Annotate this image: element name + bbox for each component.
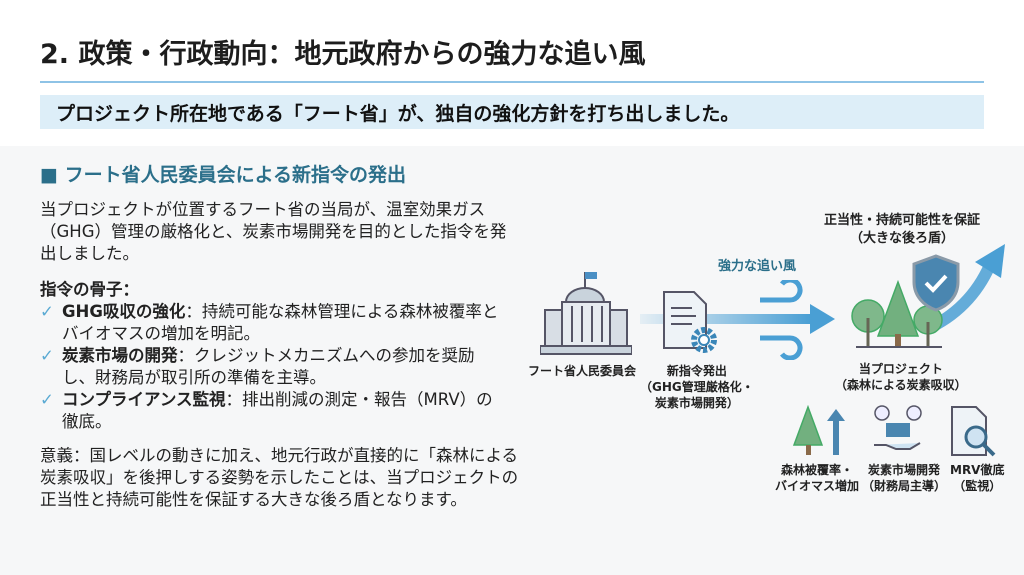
project-sub: （森林による炭素吸収） bbox=[835, 378, 967, 392]
market-title: 炭素市場開発 bbox=[868, 463, 941, 477]
guarantee-label: 正当性・持続可能性を保証 （大きな後ろ盾） bbox=[824, 212, 980, 248]
check-icon: ✓ bbox=[40, 390, 54, 409]
building-icon bbox=[540, 272, 632, 355]
shield-check-icon bbox=[912, 254, 960, 312]
check-icon: ✓ bbox=[40, 302, 54, 321]
list-item: ✓ コンプライアンス監視：排出削減の測定・報告（MRV）の徹底。 bbox=[40, 389, 500, 433]
directive-sub: （GHG管理厳格化・ bbox=[640, 380, 754, 394]
wind-label: 強力な追い風 bbox=[718, 259, 797, 274]
summary-banner: プロジェクト所在地である「フート省」が、独自の強化方針を打ち出しました。 bbox=[40, 95, 984, 129]
point-head: 炭素市場の開発 bbox=[62, 346, 178, 365]
directive-title: 新指令発出 bbox=[666, 364, 727, 378]
forest-label: 森林被覆率・ バイオマス増加 bbox=[775, 462, 859, 494]
content-area bbox=[0, 146, 1024, 575]
point-body: ：クレジットメカニズムへの参加を奨励し、財務局が取引所の準備を主導。 bbox=[62, 346, 475, 387]
point-body: ：排出削減の測定・報告（MRV）の徹底。 bbox=[62, 390, 493, 431]
wind-stream bbox=[640, 280, 835, 360]
trees-icon bbox=[851, 279, 943, 348]
section-heading: ■ フート省人民委員会による新指令の発出 bbox=[40, 164, 406, 186]
forest-sub: バイオマス増加 bbox=[775, 479, 860, 493]
guarantee-sub: （大きな後ろ盾） bbox=[850, 231, 955, 246]
point-body: ：持続可能な森林管理による森林被覆率とバイオマスの増加を明記。 bbox=[62, 302, 499, 343]
intro-text: 当プロジェクトが位置するフート省の当局が、温室効果ガス（GHG）管理の厳格化と、… bbox=[40, 200, 507, 263]
document-gear-icon bbox=[663, 291, 717, 353]
guarantee-title: 正当性・持続可能性を保証 bbox=[824, 213, 981, 228]
directive-label: 新指令発出 （GHG管理厳格化・ 炭素市場開発） bbox=[640, 363, 754, 411]
list-item: ✓ GHG吸収の強化：持続可能な森林管理による森林被覆率とバイオマスの増加を明記。 bbox=[40, 301, 500, 345]
mrv-label: MRV徹底 （監視） bbox=[950, 462, 1004, 494]
forest-title: 森林被覆率・ bbox=[781, 463, 854, 477]
list-item: ✓ 炭素市場の開発：クレジットメカニズムへの参加を奨励し、財務局が取引所の準備を主… bbox=[40, 345, 500, 389]
carbon-market-icon bbox=[874, 405, 922, 450]
project-title: 当プロジェクト bbox=[858, 362, 943, 376]
committee-label: フート省人民委員会 bbox=[528, 364, 637, 378]
point-head: コンプライアンス監視 bbox=[62, 390, 226, 409]
significance-text: 意義：国レベルの動きに加え、地元行政が直接的に「森林による炭素吸収」を後押しする… bbox=[40, 446, 519, 509]
market-label: 炭素市場開発 （財務局主導） bbox=[862, 462, 946, 494]
tree-growth-icon bbox=[792, 405, 845, 455]
market-sub: （財務局主導） bbox=[862, 479, 947, 493]
points-title: 指令の骨子： bbox=[40, 280, 139, 299]
mrv-report-icon bbox=[951, 406, 996, 457]
project-label: 当プロジェクト （森林による炭素吸収） bbox=[835, 361, 967, 393]
page-title: 2. 政策・行政動向：地元政府からの強力な追い風 bbox=[40, 39, 646, 70]
point-head: GHG吸収の強化 bbox=[62, 302, 186, 321]
mrv-sub: （監視） bbox=[953, 479, 1002, 493]
mrv-title: MRV徹底 bbox=[950, 463, 1005, 477]
check-icon: ✓ bbox=[40, 346, 54, 365]
text-column: ■ フート省人民委員会による新指令の発出 当プロジェクトが位置するフート省の当局… bbox=[40, 160, 530, 511]
directive-sub2: 炭素市場開発） bbox=[654, 396, 739, 410]
title-divider bbox=[40, 81, 984, 83]
